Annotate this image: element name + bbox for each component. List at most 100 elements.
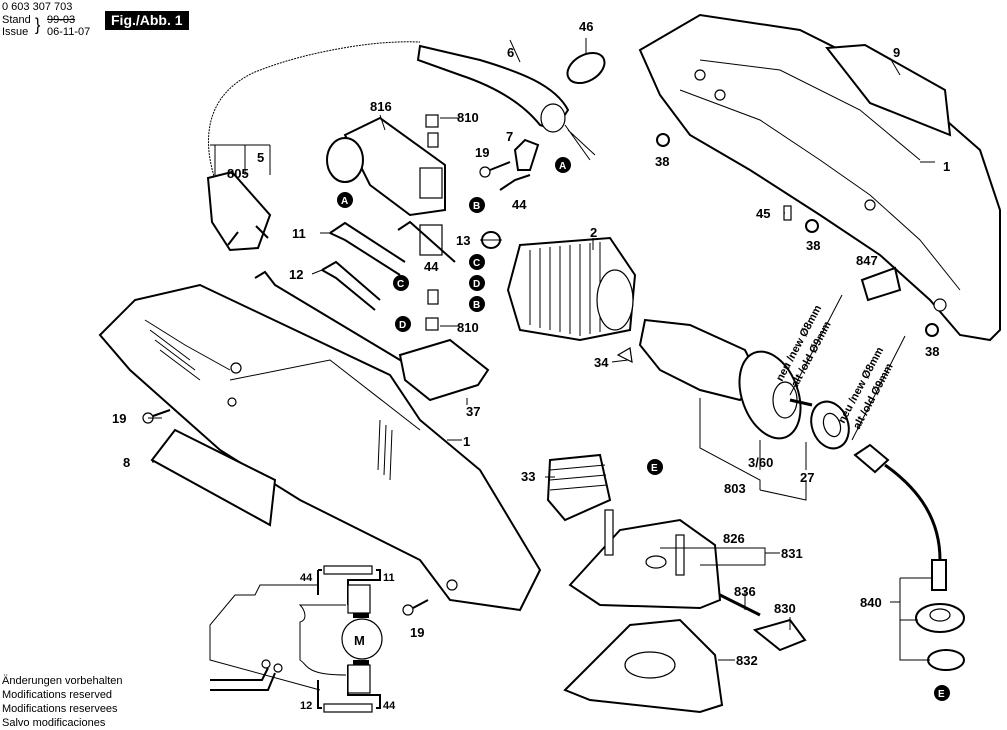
label-830: 830 bbox=[774, 601, 796, 616]
label-12: 12 bbox=[289, 267, 303, 282]
label-840: 840 bbox=[860, 595, 882, 610]
screw-19-bottom bbox=[402, 599, 429, 616]
stator-2 bbox=[506, 236, 637, 342]
switch-816 bbox=[326, 116, 446, 256]
svg-text:E: E bbox=[938, 689, 945, 700]
label-826: 826 bbox=[723, 531, 745, 546]
carbon-brush-lower bbox=[425, 289, 439, 331]
lever-830 bbox=[752, 618, 807, 652]
label-45: 45 bbox=[756, 206, 770, 221]
wiring-labels: 44 11 12 44 M bbox=[300, 572, 396, 712]
label-3-60: 3/60 bbox=[748, 455, 773, 470]
wire-12 bbox=[321, 260, 381, 311]
document-number: 0 603 307 703 bbox=[2, 1, 73, 13]
label-19-left: 19 bbox=[112, 411, 126, 426]
label-810-upper: 810 bbox=[457, 110, 479, 125]
svg-text:D: D bbox=[399, 320, 406, 331]
label-27: 27 bbox=[800, 470, 814, 485]
pin-45 bbox=[783, 205, 792, 221]
figure-label: Fig./Abb. 1 bbox=[105, 11, 189, 30]
label-9: 9 bbox=[893, 45, 900, 60]
ring-46 bbox=[566, 51, 606, 85]
base-plate-831 bbox=[568, 509, 722, 610]
ref-marker-d-1: D bbox=[395, 316, 411, 332]
label-5: 5 bbox=[257, 150, 264, 165]
wire-44a bbox=[397, 220, 456, 263]
sanding-pad-832 bbox=[563, 618, 724, 714]
label-803: 803 bbox=[724, 481, 746, 496]
label-33: 33 bbox=[521, 469, 535, 484]
ref-marker-b-2: B bbox=[469, 296, 485, 312]
label-810-lower: 810 bbox=[457, 320, 479, 335]
wiring-schematic bbox=[209, 565, 383, 713]
motor-symbol: M bbox=[354, 633, 365, 648]
label-46: 46 bbox=[579, 19, 593, 34]
clip-34 bbox=[616, 347, 633, 364]
wiring-label-44-bottom: 44 bbox=[383, 700, 396, 712]
label-847: 847 bbox=[856, 253, 878, 268]
label-37: 37 bbox=[466, 404, 480, 419]
footer-line-fr: Modifications reservees bbox=[2, 703, 118, 715]
svg-text:E: E bbox=[651, 463, 658, 474]
ref-marker-e-top: E bbox=[647, 459, 663, 475]
label-805: 805 bbox=[227, 166, 249, 181]
svg-text:B: B bbox=[473, 300, 480, 311]
label-plate-847 bbox=[860, 266, 902, 302]
label-44-b: 44 bbox=[424, 259, 439, 274]
label-8: 8 bbox=[123, 455, 130, 470]
footer-line-en: Modifications reserved bbox=[2, 689, 113, 701]
screw-19-left bbox=[142, 409, 171, 424]
ref-marker-c-2: C bbox=[469, 254, 485, 270]
footer-line-de: Änderungen vorbehalten bbox=[2, 675, 123, 687]
label-816: 816 bbox=[370, 99, 392, 114]
nut-38-b bbox=[805, 219, 819, 233]
label-832: 832 bbox=[736, 653, 758, 668]
ref-marker-a-right: A bbox=[555, 157, 571, 173]
wire-11 bbox=[329, 221, 406, 276]
label-11: 11 bbox=[292, 226, 306, 241]
label-38-c: 38 bbox=[925, 344, 939, 359]
cover-plate-9 bbox=[825, 43, 952, 137]
footer-line-es: Salvo modificaciones bbox=[2, 717, 106, 729]
ref-marker-d-2: D bbox=[469, 275, 485, 291]
armature bbox=[638, 318, 813, 440]
svg-text:D: D bbox=[473, 279, 480, 290]
label-6: 6 bbox=[507, 45, 514, 60]
label-38-b: 38 bbox=[806, 238, 820, 253]
brace-icon: } bbox=[35, 16, 41, 35]
wiring-label-12: 12 bbox=[300, 700, 312, 712]
old-date: 99-03 bbox=[47, 14, 76, 26]
part-labels: 5 805 6 46 9 816 810 810 19 19 19 7 38 3… bbox=[112, 19, 950, 668]
svg-text:B: B bbox=[473, 201, 480, 212]
housing-lower bbox=[98, 283, 542, 612]
label-13: 13 bbox=[456, 233, 470, 248]
svg-text:A: A bbox=[341, 196, 348, 207]
stand-label: Stand bbox=[2, 14, 31, 26]
switch-slider-37 bbox=[398, 338, 490, 402]
label-19-bottom: 19 bbox=[410, 625, 424, 640]
carbon-brush-upper bbox=[425, 114, 439, 148]
housing-upper bbox=[638, 13, 1001, 342]
label-1-lower: 1 bbox=[463, 434, 470, 449]
nut-38-a bbox=[656, 133, 670, 147]
label-2: 2 bbox=[590, 225, 597, 240]
clamp-7 bbox=[513, 138, 540, 171]
reference-markers: A A B B C C D D E E bbox=[337, 157, 950, 701]
label-plate-8 bbox=[150, 428, 277, 527]
eccentric-assembly-840 bbox=[853, 443, 965, 671]
ref-marker-c-1: C bbox=[393, 275, 409, 291]
wire-44b bbox=[499, 174, 531, 191]
label-34: 34 bbox=[594, 355, 609, 370]
nut-38-c bbox=[925, 323, 939, 337]
label-7: 7 bbox=[506, 129, 513, 144]
label-831: 831 bbox=[781, 546, 803, 561]
leader-lines bbox=[148, 38, 935, 661]
power-cord bbox=[205, 38, 421, 252]
svg-text:A: A bbox=[559, 161, 566, 172]
issue-label: Issue bbox=[2, 26, 29, 38]
screw-19-top bbox=[479, 161, 511, 178]
ref-marker-b-1: B bbox=[469, 197, 485, 213]
label-836: 836 bbox=[734, 584, 756, 599]
label-44-a: 44 bbox=[512, 197, 527, 212]
